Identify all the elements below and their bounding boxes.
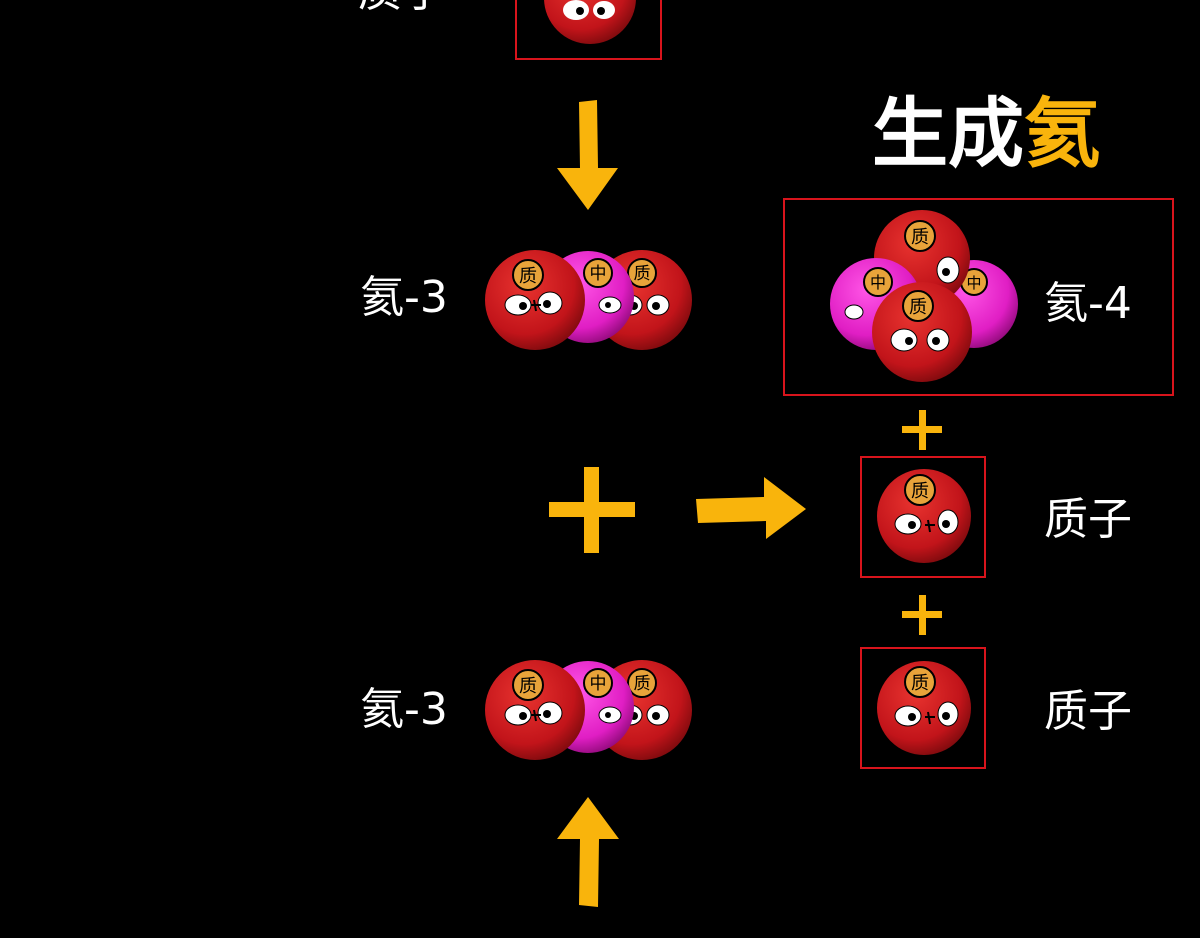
big-plus-icon xyxy=(549,467,635,553)
he4-nucleus: 中 质 中 质 xyxy=(830,210,1018,382)
svg-text:中: 中 xyxy=(590,264,607,284)
svg-text:中: 中 xyxy=(590,674,607,694)
arrow-up-icon xyxy=(557,797,619,907)
he4-label: 氦-4 xyxy=(1044,278,1132,329)
proton-1-ball: 质 xyxy=(877,469,971,563)
plus-icon xyxy=(902,410,942,450)
top-proton-ball xyxy=(544,0,636,44)
proton-ball: 质 xyxy=(485,660,585,760)
he4-box xyxy=(783,198,1174,396)
proton-1-label: 质子 xyxy=(1044,494,1132,545)
proton-2-box xyxy=(860,647,986,769)
svg-text:质: 质 xyxy=(911,673,929,694)
svg-text:质: 质 xyxy=(519,676,537,697)
top-proton-label: 质子 xyxy=(358,0,446,14)
proton-2-label: 质子 xyxy=(1044,686,1132,737)
svg-text:质: 质 xyxy=(634,674,651,694)
svg-text:质: 质 xyxy=(634,264,651,284)
svg-text:质: 质 xyxy=(911,227,929,248)
he3-top-label: 氦-3 xyxy=(360,272,448,323)
proton-1-box xyxy=(860,456,986,578)
proton-2-ball: 质 xyxy=(877,661,971,755)
page-title: 生成氦 xyxy=(872,89,1100,178)
svg-text:质: 质 xyxy=(909,297,927,318)
top-proton-box xyxy=(515,0,662,60)
svg-text:质: 质 xyxy=(911,481,929,502)
he3-bottom-label: 氦-3 xyxy=(360,684,448,735)
he3-bottom-nucleus: 质 中 质 xyxy=(485,660,692,760)
arrow-down-icon xyxy=(557,100,618,210)
he3-top-nucleus: 质 中 质 xyxy=(485,250,692,350)
svg-text:质: 质 xyxy=(519,266,537,287)
proton-ball: 质 xyxy=(872,282,972,382)
svg-text:中: 中 xyxy=(870,273,886,292)
arrow-right-icon xyxy=(696,477,806,539)
plus-icon xyxy=(902,595,942,635)
svg-text:中: 中 xyxy=(966,274,981,292)
proton-ball: 质 xyxy=(485,250,585,350)
